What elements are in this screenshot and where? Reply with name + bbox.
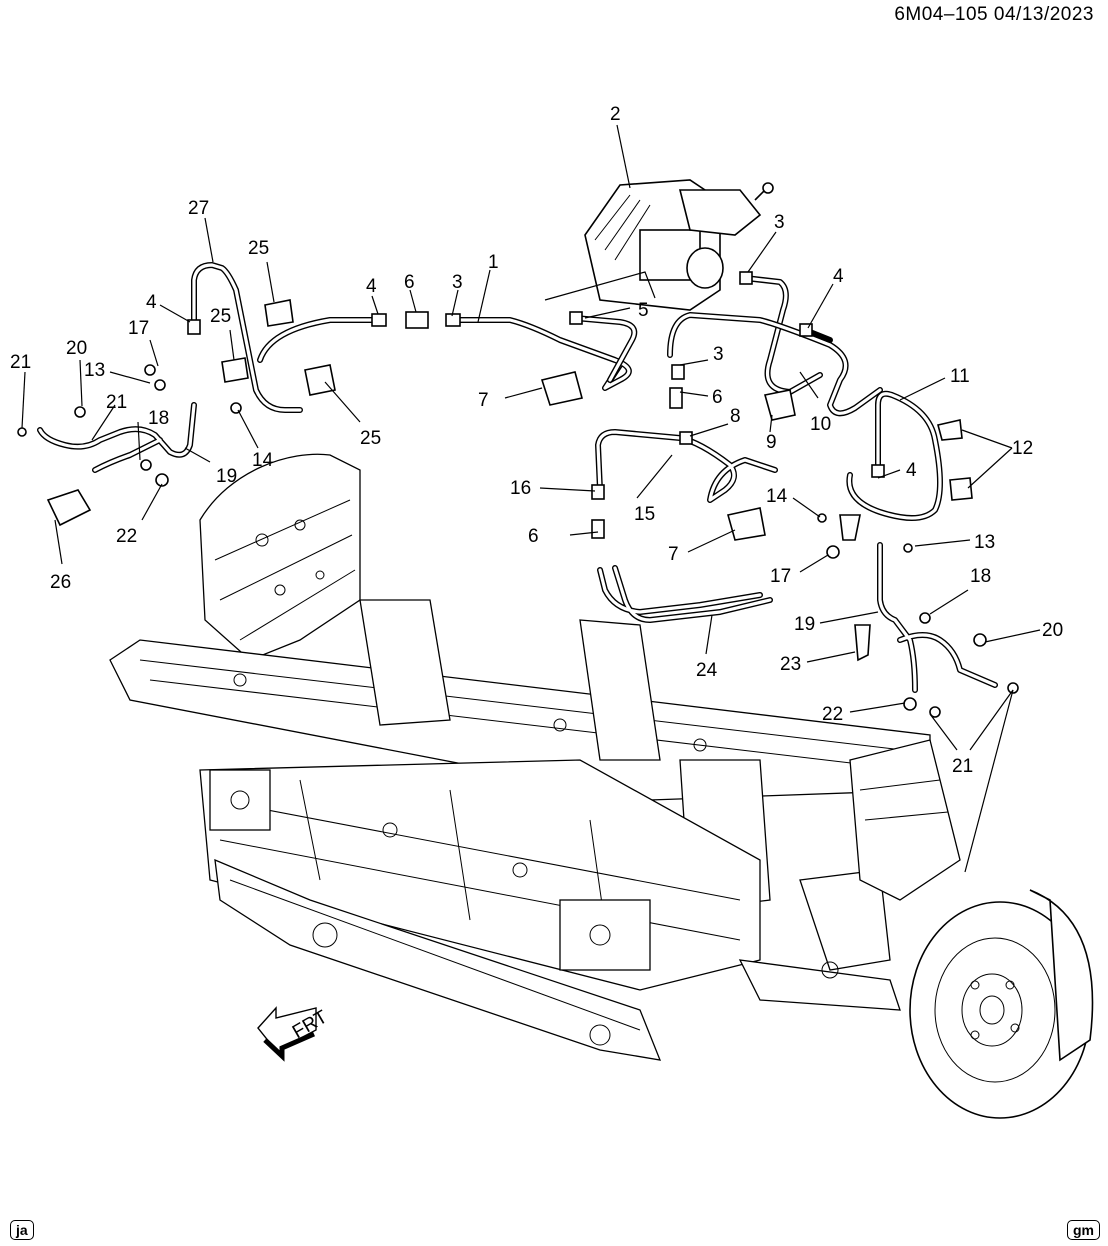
callout-6: 6 [528, 526, 539, 547]
callout-25: 25 [210, 306, 231, 327]
callout-22: 22 [822, 704, 843, 725]
callout-4: 4 [906, 460, 917, 481]
callout-9: 9 [766, 432, 777, 453]
callout-13: 13 [974, 532, 995, 553]
callout-3: 3 [452, 272, 463, 293]
callout-17: 17 [770, 566, 791, 587]
callout-22: 22 [116, 526, 137, 547]
callout-6: 6 [404, 272, 415, 293]
callout-27: 27 [188, 198, 209, 219]
callout-4: 4 [366, 276, 377, 297]
callout-8: 8 [730, 406, 741, 427]
leader-lines [21, 124, 1041, 873]
callout-11: 11 [950, 366, 970, 387]
callout-4: 4 [146, 292, 157, 313]
callout-6: 6 [712, 387, 723, 408]
fittings-and-brackets [17, 271, 1019, 718]
callout-13: 13 [84, 360, 105, 381]
callout-labels: 1 2 3 3 3 4 4 4 4 5 6 6 6 7 7 8 9 10 11 … [10, 104, 1063, 777]
callout-21: 21 [106, 392, 127, 413]
callout-2: 2 [610, 104, 621, 125]
callout-5: 5 [638, 300, 649, 321]
callout-10: 10 [810, 414, 831, 435]
ja-logo: ja [10, 1220, 34, 1240]
gm-logo: gm [1067, 1220, 1100, 1240]
callout-14: 14 [766, 486, 788, 507]
callout-26: 26 [50, 572, 71, 593]
callout-7: 7 [668, 544, 679, 565]
callout-18: 18 [970, 566, 991, 587]
callout-12: 12 [1012, 438, 1033, 459]
callout-25: 25 [248, 238, 269, 259]
callout-20: 20 [1042, 620, 1063, 641]
callout-24: 24 [696, 660, 718, 681]
callout-7: 7 [478, 390, 489, 411]
brake-tubes [37, 262, 998, 693]
callout-21: 21 [10, 352, 31, 373]
callout-14: 14 [252, 450, 274, 471]
callout-17: 17 [128, 318, 149, 339]
callout-21: 21 [952, 756, 973, 777]
callout-20: 20 [66, 338, 87, 359]
abs-modulator-assembly [584, 179, 774, 311]
callout-18: 18 [148, 408, 169, 429]
callout-3: 3 [774, 212, 785, 233]
front-direction-arrow-icon: FRT [257, 1006, 331, 1062]
callout-4: 4 [833, 266, 844, 287]
callout-25: 25 [360, 428, 381, 449]
callout-16: 16 [510, 478, 531, 499]
brake-rotor [909, 889, 1094, 1119]
callout-19: 19 [216, 466, 237, 487]
callout-23: 23 [780, 654, 801, 675]
callout-3: 3 [713, 344, 724, 365]
diagram-code-date: 6M04–105 04/13/2023 [894, 4, 1094, 25]
callout-1: 1 [488, 252, 499, 273]
callout-15: 15 [634, 504, 655, 525]
front-frame-structure [109, 453, 961, 1061]
callout-19: 19 [794, 614, 815, 635]
